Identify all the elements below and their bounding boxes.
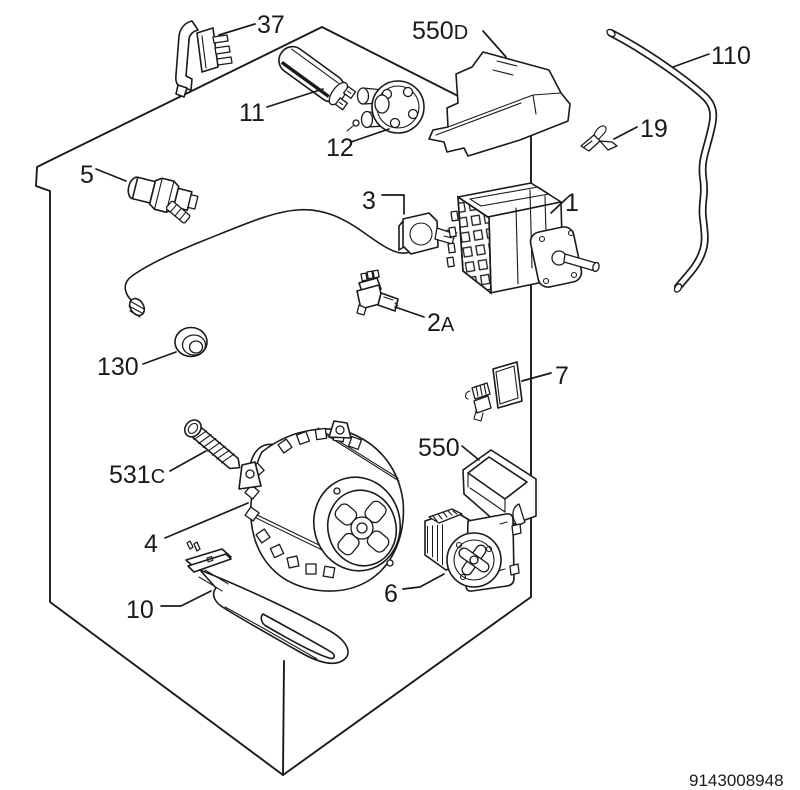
part-label-37: 37 bbox=[257, 11, 285, 39]
part-label-3: 3 bbox=[362, 187, 376, 215]
leader-550 bbox=[461, 445, 480, 461]
part-19-clip bbox=[580, 125, 618, 152]
leader-6 bbox=[402, 573, 445, 590]
part-531c-screw bbox=[183, 419, 241, 470]
leader-531c bbox=[169, 450, 207, 472]
leader-4 bbox=[164, 502, 249, 539]
part-5-sensor bbox=[127, 176, 199, 224]
leader-550d bbox=[482, 30, 507, 58]
leader-10 bbox=[160, 590, 212, 607]
part-label-110: 110 bbox=[711, 42, 751, 70]
cabinet-front-corner-edge bbox=[282, 660, 285, 776]
leader-3 bbox=[381, 194, 405, 215]
part-37-bracket bbox=[175, 20, 233, 98]
footer-model-code: 9143008948 bbox=[689, 771, 784, 790]
part-label-130: 130 bbox=[97, 353, 139, 381]
leader-110 bbox=[672, 53, 710, 68]
part-label-531c: 531C bbox=[109, 461, 165, 489]
part-label-1: 1 bbox=[565, 189, 579, 217]
leader-37 bbox=[218, 23, 256, 36]
part-label-10: 10 bbox=[126, 596, 154, 624]
part-label-550d: 550D bbox=[412, 17, 468, 45]
part-label-550: 550 bbox=[418, 434, 460, 462]
part-label-11: 11 bbox=[239, 99, 265, 127]
part-label-19: 19 bbox=[640, 115, 668, 143]
part-3-thermostat bbox=[398, 212, 458, 255]
leader-12 bbox=[350, 128, 390, 143]
part-label-6: 6 bbox=[384, 580, 398, 608]
part-12-coupling bbox=[346, 80, 425, 134]
part-2a-connector bbox=[356, 269, 399, 316]
part-6-pump bbox=[424, 508, 522, 592]
leader-130 bbox=[142, 351, 177, 365]
part-110-hose bbox=[606, 28, 718, 293]
part-label-4: 4 bbox=[144, 530, 158, 558]
leader-7 bbox=[521, 372, 552, 382]
leader-2a bbox=[394, 306, 425, 318]
part-labels: 37 11 12 550D 110 19 5 3 1 2A 130 7 550 … bbox=[80, 11, 751, 624]
part-550-cover bbox=[462, 449, 537, 529]
leader-1 bbox=[550, 197, 568, 214]
part-11-capacitor bbox=[278, 45, 357, 111]
part-1-timer bbox=[446, 182, 600, 295]
leader-11 bbox=[266, 88, 324, 108]
leader-19 bbox=[613, 126, 638, 140]
part-label-12: 12 bbox=[326, 134, 354, 162]
part-550d-bracket-panel bbox=[428, 51, 571, 157]
part-label-2a: 2A bbox=[427, 309, 455, 337]
part-7-suppressor bbox=[465, 361, 523, 422]
part-4-motor bbox=[238, 420, 405, 592]
motor-wheel-spokes bbox=[334, 500, 390, 556]
leader-lines bbox=[95, 23, 710, 607]
cabinet-outline bbox=[35, 26, 532, 776]
part-label-5: 5 bbox=[80, 161, 94, 189]
part-10-heater bbox=[185, 540, 349, 665]
part-label-7: 7 bbox=[555, 362, 569, 390]
part-130-grommet bbox=[174, 326, 208, 358]
leader-5 bbox=[95, 168, 127, 182]
